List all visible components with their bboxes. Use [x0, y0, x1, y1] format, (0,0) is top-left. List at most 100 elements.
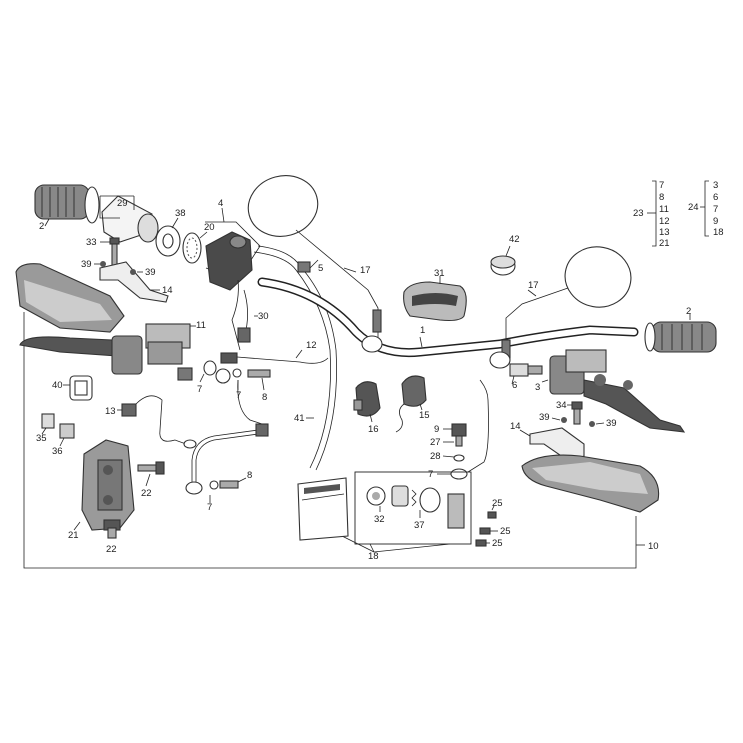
callout-38: 38 — [175, 208, 186, 219]
callout-10: 10 — [648, 541, 659, 552]
kit-23-item: 21 — [659, 238, 670, 249]
callout-29: 29 — [117, 198, 128, 209]
screw-25-bottom: 25 — [475, 538, 503, 549]
brake-caliper: 21 — [68, 439, 135, 541]
kit-24-item: 7 — [713, 204, 718, 215]
right-hand-guard — [521, 454, 660, 513]
kit-23-label: 23 — [633, 208, 644, 219]
left-bar-clamp — [361, 335, 383, 353]
callout-35: 35 — [36, 433, 47, 444]
callout-22: 22 — [141, 488, 152, 499]
callout-33: 33 — [86, 237, 97, 248]
kit-24-list: 24 3 6 7 9 18 — [688, 180, 724, 238]
switch-16: 16 — [353, 381, 381, 435]
handlebar: 1 — [257, 277, 639, 358]
callout-12: 12 — [306, 340, 317, 351]
handguard-kit-bracket: 10 — [23, 312, 659, 569]
kit-24-item: 18 — [713, 227, 724, 238]
callout-25: 25 — [492, 498, 503, 509]
kit-23-list: 23 7 8 11 12 13 21 — [633, 180, 670, 249]
part-40: 40 — [52, 375, 93, 401]
callout-31: 31 — [434, 268, 445, 279]
callout-8: 8 — [247, 470, 252, 481]
kit-24-item: 6 — [713, 192, 718, 203]
callout-4: 4 — [218, 198, 223, 209]
callout-41: 41 — [294, 413, 305, 424]
callout-2: 2 — [686, 306, 691, 317]
right-bar-clamp — [489, 351, 511, 369]
left-guard-bracket: 39 39 14 — [81, 259, 173, 303]
callout-39: 39 — [539, 412, 550, 423]
left-hand-guard — [15, 263, 125, 333]
left-grip: 2 — [34, 184, 100, 232]
part-35: 35 — [36, 413, 55, 444]
callout-18: 18 — [368, 551, 379, 562]
callout-9: 9 — [434, 424, 439, 435]
kit-23-item: 12 — [659, 216, 670, 227]
right-grip: 2 — [644, 306, 717, 353]
repair-kit-18: 32 37 18 — [329, 471, 472, 562]
callout-42: 42 — [509, 234, 520, 245]
kit-23-item: 13 — [659, 227, 670, 238]
brake-switch-13: 13 — [105, 395, 197, 449]
callout-6: 6 — [512, 380, 517, 391]
callout-39: 39 — [145, 267, 156, 278]
handlebar-pad: 31 — [403, 268, 467, 322]
kit-24-label: 24 — [688, 202, 699, 213]
screw-25-top: 25 — [487, 498, 503, 519]
wiring-harness-30: 30 — [231, 279, 269, 437]
callout-39: 39 — [606, 418, 617, 429]
right-guard-bracket: 34 39 39 14 — [510, 400, 617, 463]
callout-16: 16 — [368, 424, 379, 435]
callout-21: 21 — [68, 530, 79, 541]
callout-3: 3 — [535, 382, 540, 393]
callout-15: 15 — [419, 410, 430, 421]
callout-11: 11 — [196, 320, 206, 331]
washer-38: 38 — [155, 208, 186, 257]
callout-17: 17 — [528, 280, 539, 291]
callout-25: 25 — [500, 526, 511, 537]
switch-15: 15 — [395, 375, 430, 433]
bolt-22-lower: 22 — [103, 519, 121, 555]
callout-7: 7 — [236, 390, 241, 401]
throttle-cable-5: 5 41 — [253, 245, 337, 471]
kit-23-item: 7 — [659, 180, 664, 191]
callout-5: 5 — [318, 263, 323, 274]
callout-14: 14 — [510, 421, 521, 432]
callout-37: 37 — [414, 520, 425, 531]
callout-22: 22 — [106, 544, 117, 555]
throttle-sleeve: 29 — [99, 195, 159, 243]
callout-7: 7 — [428, 469, 433, 480]
brake-hose-upper: 7 7 8 12 — [197, 340, 329, 403]
callout-8: 8 — [262, 392, 267, 403]
clutch-master-cylinder: 11 — [19, 320, 206, 381]
callout-32: 32 — [374, 514, 385, 525]
callout-28: 28 — [430, 451, 441, 462]
callout-2: 2 — [39, 221, 44, 232]
kit-bag — [297, 477, 349, 541]
callout-39: 39 — [81, 259, 92, 270]
kit-24-item: 9 — [713, 216, 718, 227]
left-switch-housing: 4 20 — [182, 198, 261, 291]
callout-17: 17 — [360, 265, 371, 276]
screw-25-mid: 25 — [479, 526, 511, 537]
kit-23-item: 11 — [659, 204, 669, 215]
callout-30: 30 — [258, 311, 269, 322]
clamp-ring-42: 42 — [490, 234, 520, 276]
callout-20: 20 — [204, 222, 215, 233]
brake-hose-lower: 7 8 — [185, 429, 259, 513]
kit-24-item: 3 — [713, 180, 718, 191]
callout-7: 7 — [207, 502, 212, 513]
right-mirror: 17 — [501, 246, 632, 359]
callout-36: 36 — [52, 446, 63, 457]
callout-25: 25 — [492, 538, 503, 549]
bolt-22-upper: 22 — [137, 461, 165, 499]
callout-40: 40 — [52, 380, 63, 391]
brake-fitting-stack: 9 27 28 7 — [428, 379, 489, 480]
callout-34: 34 — [556, 400, 567, 411]
callout-13: 13 — [105, 406, 116, 417]
front-brake-master-cylinder: 6 3 — [509, 349, 686, 433]
callout-14: 14 — [162, 285, 173, 296]
part-36: 36 — [52, 423, 75, 457]
